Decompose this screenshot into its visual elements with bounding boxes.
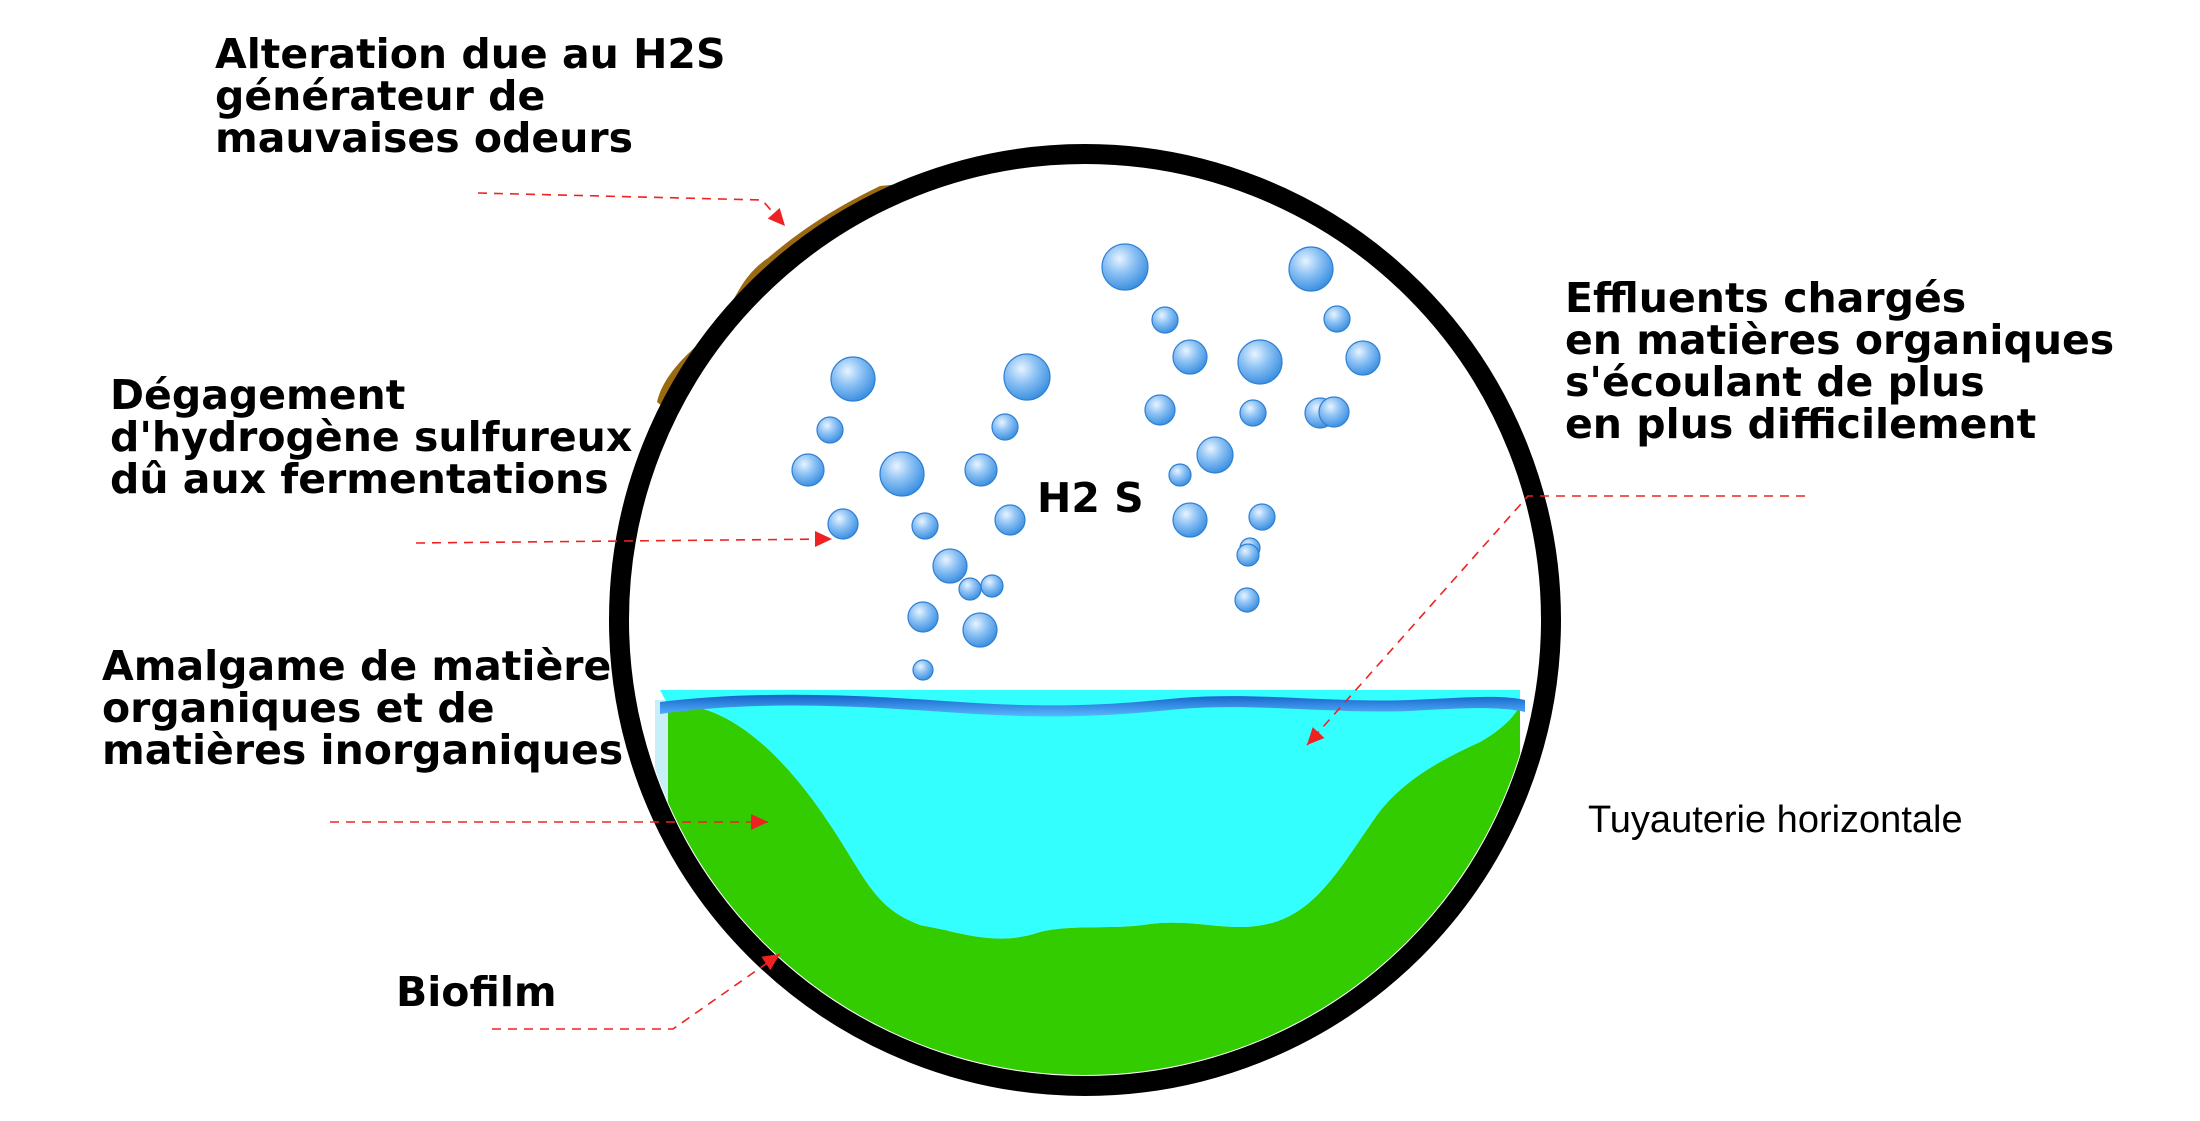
label-alteration: Alteration due au H2S générateur de mauv…: [215, 30, 740, 162]
h2s-bubble-icon: [1248, 503, 1276, 531]
arrowhead-icon: [767, 207, 785, 226]
label-effluents: Effluents chargés en matières organiques…: [1565, 274, 2129, 448]
organic-deposit: [668, 704, 1520, 1075]
leader-lines: [330, 192, 1805, 1030]
arrowhead-icon: [761, 954, 780, 971]
h2s-bubble-icon: [1172, 339, 1208, 375]
h2s-bubble-icon: [816, 416, 844, 444]
leader-degagement: [415, 538, 833, 544]
h2s-bubble-icon: [1318, 396, 1350, 428]
h2s-bubble-icon: [1003, 353, 1051, 401]
arrowhead-icon: [815, 531, 832, 547]
h2s-bubble-icon: [1172, 502, 1208, 538]
leader-alteration: [477, 192, 786, 227]
h2s-bubble-icon: [912, 659, 934, 681]
h2s-bubble-icon: [1323, 305, 1351, 333]
effluent-surface: [660, 694, 1525, 717]
h2s-bubble-icon: [994, 504, 1026, 536]
h2s-bubble-icon: [879, 451, 925, 497]
h2s-bubble-icon: [1196, 436, 1234, 474]
h2s-bubble-icon: [830, 356, 876, 402]
h2s-bubble-icon: [1239, 399, 1267, 427]
h2s-bubble-icon: [911, 512, 939, 540]
h2s-bubble-icon: [958, 577, 982, 601]
h2s-bubble-icon: [964, 453, 998, 487]
label-degagement: Dégagement d'hydrogène sulfureux dû aux …: [110, 371, 647, 503]
leader-effluents: [1306, 495, 1805, 746]
h2s-bubble-icon: [1101, 243, 1149, 291]
leader-biofilm: [492, 953, 781, 1030]
h2s-bubble-icon: [1288, 246, 1334, 292]
h2s-bubble-icon: [791, 453, 825, 487]
label-amalgame: Amalgame de matière organiques et de mat…: [102, 642, 626, 774]
h2s-bubble-icon: [907, 601, 939, 633]
h2s-bubbles: [791, 243, 1381, 681]
h2s-bubble-icon: [1168, 463, 1192, 487]
h2s-bubble-icon: [1144, 394, 1176, 426]
h2s-bubble-icon: [1234, 587, 1260, 613]
label-pipe: Tuyauterie horizontale: [1588, 799, 1963, 841]
label-biofilm: Biofilm: [396, 968, 557, 1016]
effluent-water: [660, 690, 1520, 939]
arrowhead-icon: [1307, 727, 1325, 745]
h2s-bubble-icon: [1151, 306, 1179, 334]
h2s-bubble-icon: [991, 413, 1019, 441]
h2s-bubble-icon: [1345, 340, 1381, 376]
arrowhead-icon: [751, 814, 768, 830]
h2s-bubble-icon: [827, 508, 859, 540]
h2s-bubble-icon: [1236, 543, 1260, 567]
h2s-bubble-icon: [962, 612, 998, 648]
h2s-bubble-icon: [1237, 339, 1283, 385]
label-h2s-gas: H2 S: [1037, 474, 1144, 522]
h2s-bubble-icon: [980, 574, 1004, 598]
h2s-bubble-icon: [932, 548, 968, 584]
